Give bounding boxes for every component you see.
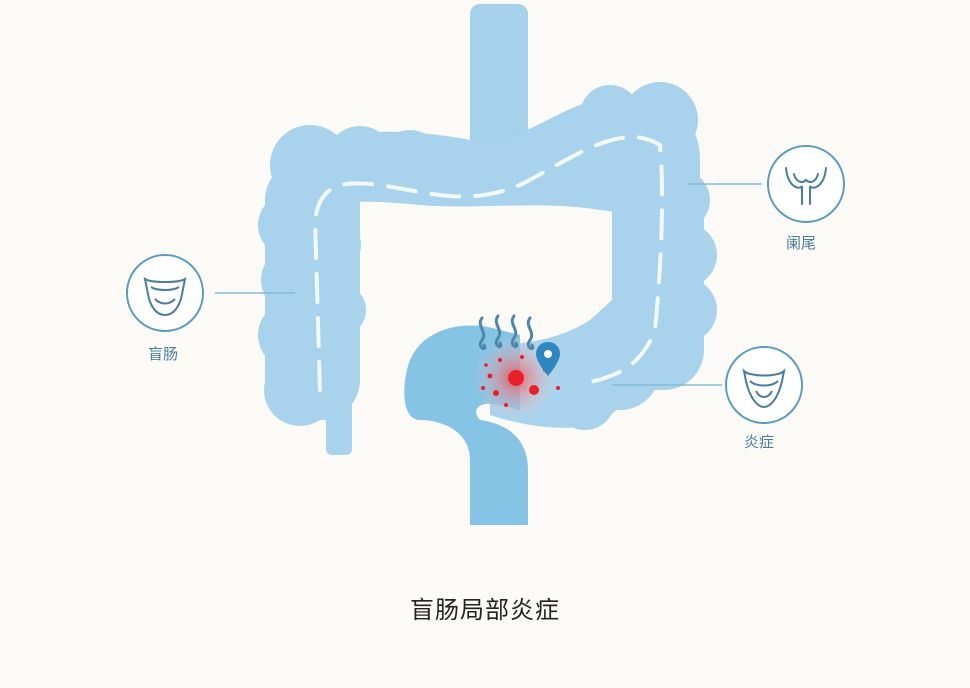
diagram-caption: 盲肠局部炎症 bbox=[410, 596, 560, 624]
upper-tube bbox=[470, 4, 528, 154]
colon bbox=[258, 82, 717, 455]
cecum-icon bbox=[126, 254, 204, 332]
inflammation-area bbox=[473, 336, 560, 420]
label-inflammation: 炎症 bbox=[744, 433, 775, 451]
inflammation-icon bbox=[725, 346, 803, 424]
label-cecum: 盲肠 bbox=[148, 345, 179, 363]
appendix-icon bbox=[767, 145, 845, 223]
label-appendix: 阑尾 bbox=[786, 234, 817, 252]
heat-waves-icon bbox=[478, 314, 535, 351]
location-pin-icon bbox=[536, 342, 560, 376]
